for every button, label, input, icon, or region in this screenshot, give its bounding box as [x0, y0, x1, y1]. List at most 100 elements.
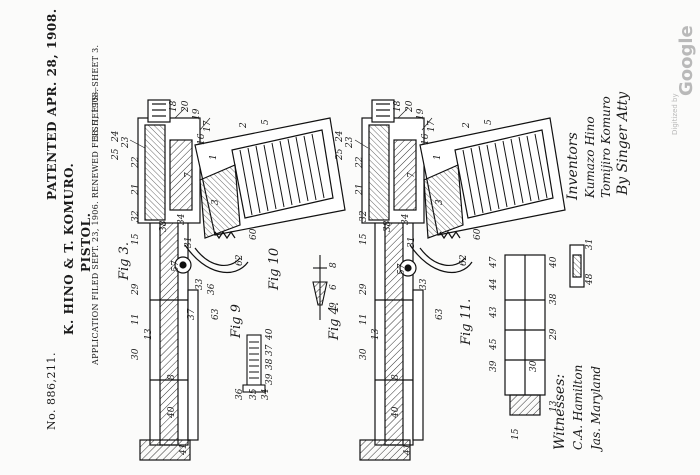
fig10-label: Fig 10 — [267, 247, 282, 290]
fig10-drawing — [312, 255, 328, 320]
fig10-ref-6: 6 — [329, 284, 339, 290]
fig11-label: Fig 11. — [459, 298, 474, 345]
fig4-ref-21: 21 — [355, 183, 365, 195]
fig3-ref-31: 31 — [184, 236, 194, 248]
fig4-ref-40: 40 — [391, 406, 401, 418]
fig4-ref-2: 2 — [462, 122, 472, 128]
fig3-ref-57: 57 — [171, 260, 181, 272]
fig9-drawing — [242, 334, 266, 393]
witness-2-signature: Jas. Maryland — [589, 365, 603, 450]
fig3-drawing — [137, 99, 346, 461]
fig4-ref-7: 7 — [407, 172, 417, 178]
fig11-ref-47: 47 — [489, 256, 499, 268]
fig4-ref-38: 38 — [383, 220, 393, 232]
fig3-ref-23: 23 — [121, 136, 131, 148]
fig11-ref-45: 45 — [489, 338, 499, 350]
fig9-ref-34: 34 — [261, 388, 271, 400]
fig3-ref-41: 41 — [179, 443, 189, 455]
witness-1-signature: C.A. Hamilton — [571, 364, 585, 450]
fig4-ref-19: 19 — [416, 108, 426, 120]
fig3-ref-63: 63 — [211, 308, 221, 320]
fig4-ref-13: 13 — [371, 328, 381, 340]
fig3-ref-24: 24 — [111, 130, 121, 142]
fig3-ref-22: 22 — [131, 156, 141, 168]
fig11-ref-15: 15 — [511, 428, 521, 440]
fig3-ref-8: 8 — [167, 374, 177, 380]
fig4-ref-33: 33 — [419, 278, 429, 290]
fig3-ref-37: 37 — [187, 308, 197, 320]
fig3-ref-7: 7 — [184, 172, 194, 178]
fig4-ref-20: 20 — [405, 100, 415, 112]
fig10-ref-8: 8 — [329, 262, 339, 268]
fig3-ref-16: 16 — [197, 133, 207, 145]
fig3-ref-30: 30 — [131, 348, 141, 360]
fig4-ref-8: 8 — [391, 374, 401, 380]
fig3-label: Fig 3. — [117, 241, 132, 280]
fig9-ref-39: 39 — [265, 373, 275, 385]
fig4-ref-60: 60 — [473, 228, 483, 240]
fig11-ref-29: 29 — [549, 328, 559, 340]
fig3-ref-38: 38 — [159, 220, 169, 232]
fig4-ref-18: 18 — [393, 100, 403, 112]
fig4-ref-41: 41 — [403, 443, 413, 455]
fig11-ref-30: 30 — [529, 360, 539, 372]
fig11-ref-40: 40 — [549, 256, 559, 268]
inventor-2-signature: Tomijiro Komuro — [599, 96, 613, 198]
fig11-drawing — [504, 244, 585, 416]
fig4-ref-5: 5 — [484, 119, 494, 125]
fig10-ref-9: 9 — [329, 302, 339, 308]
fig9-ref-37: 37 — [265, 344, 275, 356]
fig4-ref-31: 31 — [407, 236, 417, 248]
fig3-ref-13: 13 — [144, 328, 154, 340]
fig3-ref-15: 15 — [131, 233, 141, 245]
fig11-ref-38: 38 — [549, 293, 559, 305]
fig4-ref-17: 17 — [427, 120, 437, 132]
fig3-ref-19: 19 — [192, 108, 202, 120]
fig3-ref-2: 2 — [239, 122, 249, 128]
fig3-ref-34: 34 — [177, 213, 187, 225]
fig9-label: Fig 9 — [229, 304, 244, 338]
fig9-ref-38: 38 — [265, 358, 275, 370]
fig3-ref-3: 3 — [211, 199, 221, 205]
fig4-ref-23: 23 — [345, 136, 355, 148]
fig3-ref-36: 36 — [207, 283, 217, 295]
fig3-ref-32: 32 — [131, 210, 141, 222]
fig4-ref-30: 30 — [359, 348, 369, 360]
watermark-digitized: Digitized by — [671, 93, 679, 135]
fig3-ref-33: 33 — [195, 278, 205, 290]
watermark-brand: Google — [676, 25, 697, 96]
fig9-ref-40: 40 — [265, 328, 275, 340]
fig4-ref-24: 24 — [335, 130, 345, 142]
fig3-ref-1: 1 — [209, 154, 219, 160]
inventors-label: Inventors — [565, 132, 581, 200]
fig9-ref-36: 36 — [235, 388, 245, 400]
fig11-ref-39: 39 — [489, 360, 499, 372]
fig3-ref-29: 29 — [131, 283, 141, 295]
fig11-ref-48: 48 — [585, 273, 595, 285]
witnesses-label: Witnesses: — [552, 373, 568, 450]
fig4-ref-16: 16 — [421, 133, 431, 145]
inventor-1-signature: Kumazo Hino — [583, 116, 597, 198]
fig3-ref-11: 11 — [131, 313, 141, 325]
fig4-drawing — [359, 99, 566, 461]
fig4-ref-11: 11 — [359, 313, 369, 325]
leader-lines — [129, 107, 433, 149]
fig4-ref-15: 15 — [359, 233, 369, 245]
fig4-ref-34: 34 — [401, 213, 411, 225]
fig4-ref-62: 62 — [459, 254, 469, 266]
fig11-ref-31: 31 — [585, 238, 595, 250]
attorney-signature: By Singer Atty — [615, 91, 631, 195]
fig4-ref-29: 29 — [359, 283, 369, 295]
fig4-ref-32: 32 — [359, 210, 369, 222]
fig11-ref-44: 44 — [489, 278, 499, 290]
fig3-ref-18: 18 — [169, 100, 179, 112]
fig3-ref-5: 5 — [261, 119, 271, 125]
fig4-ref-63: 63 — [435, 308, 445, 320]
fig3-ref-17: 17 — [203, 120, 213, 132]
fig4-ref-22: 22 — [355, 156, 365, 168]
fig3-ref-20: 20 — [181, 100, 191, 112]
fig4-ref-3: 3 — [435, 199, 445, 205]
fig3-ref-40: 40 — [167, 406, 177, 418]
